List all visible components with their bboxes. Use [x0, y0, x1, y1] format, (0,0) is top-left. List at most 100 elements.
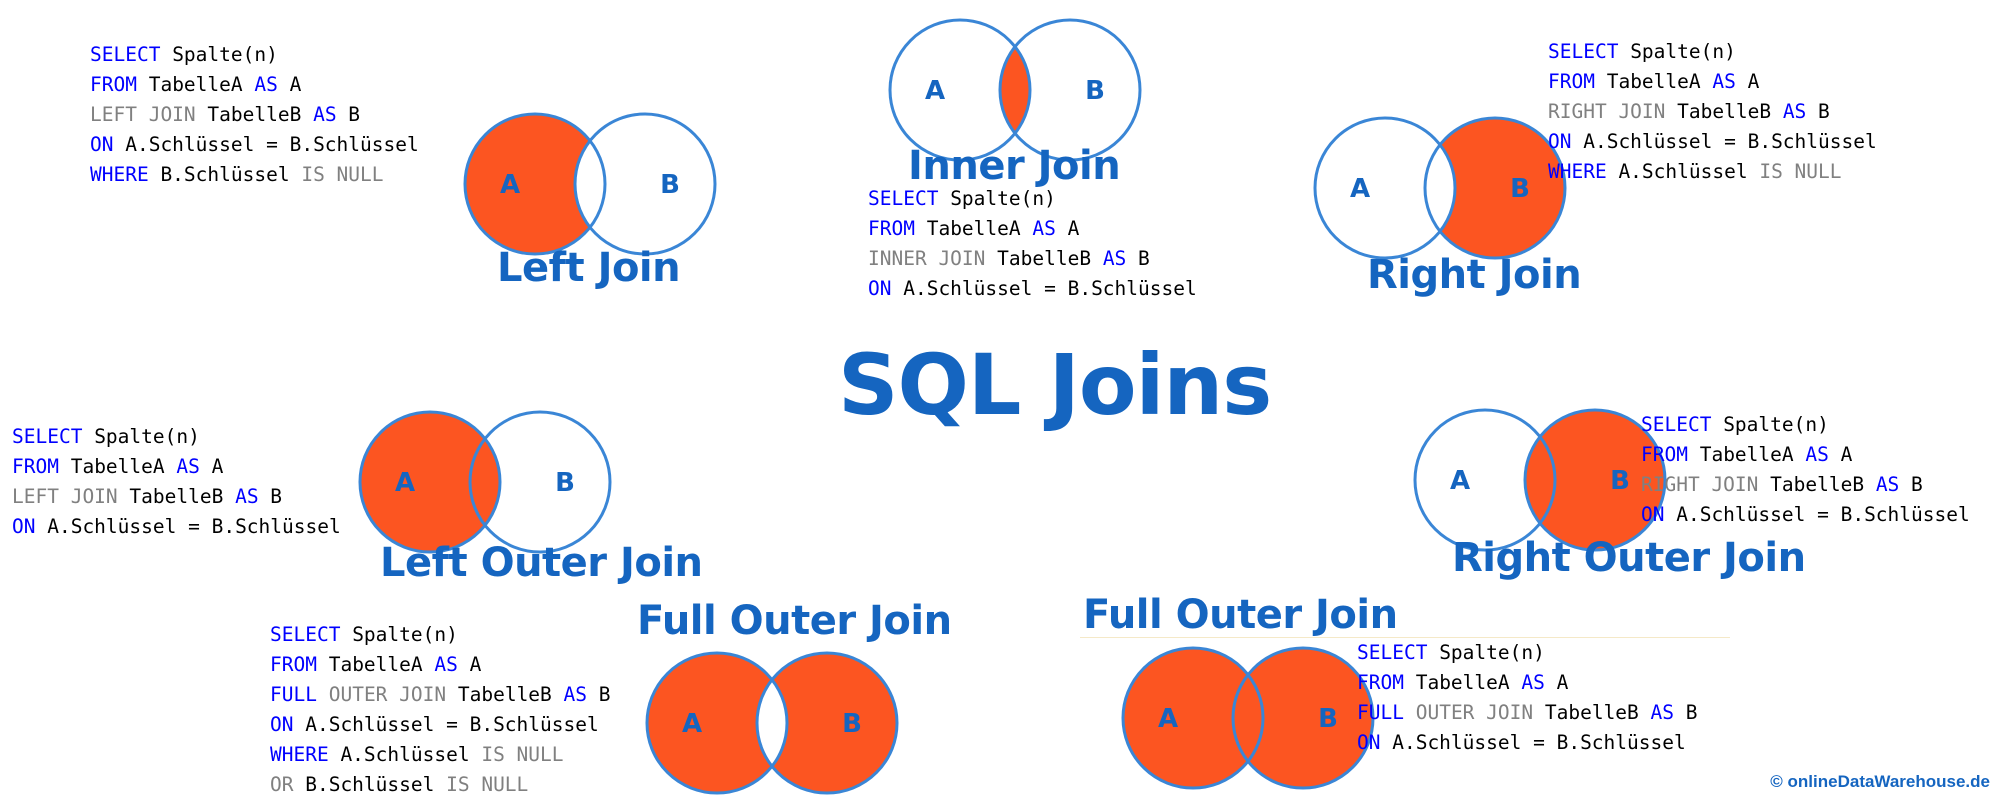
sql-token: WHERE [270, 743, 329, 766]
sql-token: ON [90, 133, 114, 156]
sql-token: AS [1102, 247, 1127, 270]
join-title: Right Join [1367, 252, 1582, 298]
sql-token: AS [1875, 473, 1900, 496]
main-title: SQL Joins [838, 336, 1272, 434]
sql-token: TabelleA [1687, 443, 1806, 466]
sql-token: SELECT [270, 623, 341, 646]
sql-token: AS [254, 73, 278, 96]
venn-circle-b [755, 651, 899, 795]
venn-fill-b [1425, 118, 1565, 258]
sql-code-line: ON A.Schlüssel = B.Schlüssel [90, 130, 419, 160]
venn-circle-a [358, 410, 502, 554]
join-title: Right Outer Join [1452, 535, 1806, 581]
sql-code-line: SELECT Spalte(n) [1357, 638, 1698, 668]
sql-code-block: SELECT Spalte(n) FROM TabelleA AS A RIGHT … [1548, 37, 1877, 187]
sql-token: OUTER JOIN [328, 683, 447, 706]
sql-token: SELECT [90, 43, 161, 66]
sql-token: SELECT [12, 425, 83, 448]
sql-code-line: SELECT Spalte(n) [12, 422, 341, 452]
sql-token: TabelleA [136, 73, 255, 96]
sql-token: B.Schlüssel [293, 773, 447, 796]
sql-token: AS [1805, 443, 1829, 466]
sql-token: TabelleB [985, 247, 1103, 270]
venn-label-a: A [500, 170, 520, 200]
sql-token: A [277, 73, 302, 96]
venn-label-a: A [1158, 704, 1178, 734]
sql-token: FULL [270, 683, 317, 706]
join-title: Full Outer Join [1083, 592, 1398, 638]
sql-token: B [587, 683, 611, 706]
sql-token: TabelleA [1594, 70, 1713, 93]
venn-fill-b [1233, 648, 1373, 788]
sql-token: Spalte(n) [938, 187, 1056, 210]
sql-token [317, 683, 329, 706]
sql-token: FROM [1548, 70, 1595, 93]
sql-token: WHERE [1548, 160, 1607, 183]
venn-fill-a [465, 114, 605, 254]
sql-token: A.Schlüssel = B.Schlüssel [1664, 503, 1970, 526]
sql-token: FROM [12, 455, 59, 478]
sql-token: Spalte(n) [82, 425, 200, 448]
venn-circle-b [1523, 408, 1667, 552]
sql-token: Spalte(n) [1618, 40, 1736, 63]
sql-token: A.Schlüssel = B.Schlüssel [891, 277, 1197, 300]
sql-code-line: SELECT Spalte(n) [1548, 37, 1877, 67]
sql-token: OR [270, 773, 294, 796]
venn-fill-a [360, 412, 500, 552]
venn-circle-b [573, 112, 717, 256]
sql-token: AS [1782, 100, 1807, 123]
sql-code-line: FROM TabelleA AS A [868, 214, 1197, 244]
join-title: Left Join [497, 245, 681, 291]
venn-fill-b [757, 653, 897, 793]
join-title: Left Outer Join [380, 540, 703, 586]
sql-token: OUTER JOIN [1415, 701, 1534, 724]
venn-label-a: A [1350, 174, 1370, 204]
sql-code-line: ON A.Schlüssel = B.Schlüssel [1548, 127, 1877, 157]
sql-token: LEFT JOIN [90, 103, 196, 126]
sql-token: Spalte(n) [340, 623, 458, 646]
sql-token: TabelleA [914, 217, 1033, 240]
sql-token: LEFT JOIN [12, 485, 118, 508]
sql-token: A.Schlüssel [1606, 160, 1760, 183]
sql-token: IS NULL [301, 163, 384, 186]
sql-token: ON [1641, 503, 1665, 526]
sql-token: TabelleB [1758, 473, 1876, 496]
sql-code-line: FROM TabelleA AS A [12, 452, 341, 482]
copyright: © onlineDataWarehouse.de [1770, 772, 1990, 791]
sql-token: FULL [1357, 701, 1404, 724]
venn-label-a: A [1450, 466, 1470, 496]
sql-code-line: FROM TabelleA AS A [90, 70, 419, 100]
sql-token: A [1055, 217, 1080, 240]
sql-token: AS [235, 485, 259, 508]
sql-code-line: FROM TabelleA AS A [270, 650, 611, 680]
sql-token: IS NULL [481, 743, 564, 766]
sql-token: TabelleB [195, 103, 314, 126]
sql-token: B [1126, 247, 1150, 270]
sql-token: TabelleB [117, 485, 236, 508]
venn-circle-a [463, 112, 607, 256]
sql-code-line: RIGHT JOIN TabelleB AS B [1641, 470, 1970, 500]
sql-token: AS [313, 103, 337, 126]
venn-fill-a [1123, 648, 1263, 788]
venn-circle-a [888, 18, 1032, 162]
venn-circle-a [1121, 646, 1265, 790]
sql-code-line: FULL OUTER JOIN TabelleB AS B [270, 680, 611, 710]
sql-token: AS [1650, 701, 1675, 724]
venn-circle-a [645, 651, 789, 795]
venn-label-b: B [1085, 76, 1105, 106]
sql-token: A [1735, 70, 1760, 93]
sql-code-line: RIGHT JOIN TabelleB AS B [1548, 97, 1877, 127]
venn-circle-b [1423, 116, 1567, 260]
join-title: Inner Join [908, 143, 1121, 189]
sql-token: ON [1357, 731, 1381, 754]
sql-token: B [1674, 701, 1698, 724]
sql-token: Spalte(n) [1427, 641, 1545, 664]
sql-code-line: SELECT Spalte(n) [90, 40, 419, 70]
venn-label-a: A [682, 709, 702, 739]
join-title: Full Outer Join [637, 598, 952, 644]
